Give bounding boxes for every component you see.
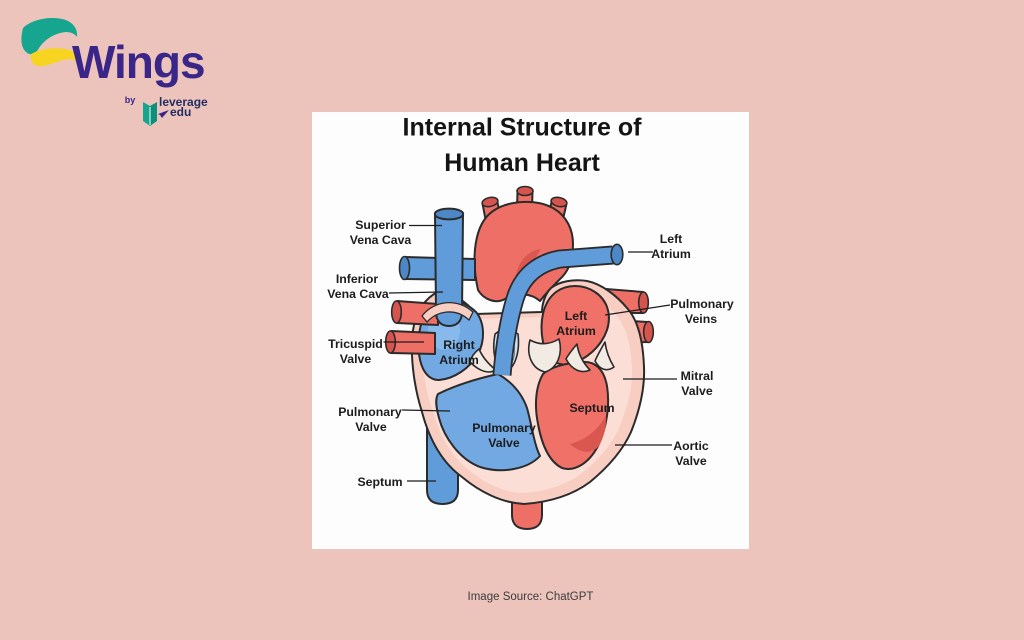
leader-pulmonary-veins: [604, 304, 671, 316]
pulmonary-artery-shape: [494, 247, 614, 376]
tricuspid-valve-leaflet: [469, 348, 497, 373]
leader-lines: [383, 224, 677, 482]
diagram-card: Internal Structure of Human Heart: [312, 112, 749, 549]
superior-vena-cava-opening: [433, 207, 465, 221]
leader-inferior-vena-cava: [388, 291, 444, 294]
aorta-branch-3-opening: [550, 196, 568, 208]
left-pulmonary-vein-upper-opening: [390, 300, 403, 324]
image-source-caption: Image Source: ChatGPT: [467, 591, 594, 603]
label-mitral-valve-line2: Valve: [681, 384, 713, 398]
label-inferior-vena-cava-line2: Vena Cava: [327, 287, 389, 301]
brand-wordmark: Wings: [72, 36, 205, 88]
inner-label-pulmonary-valve-line2: Valve: [488, 436, 520, 450]
aorta-branch-2-opening: [516, 185, 534, 197]
label-aortic-valve-line2: Valve: [675, 454, 707, 468]
wing-swoosh-icon: [21, 18, 78, 67]
mitral-valve-cusps: [528, 338, 562, 373]
inner-label-right-atrium-line1: Right: [443, 338, 474, 352]
heart-illustration: [384, 185, 655, 530]
diagram-title-line2: Human Heart: [444, 149, 600, 177]
inner-label-right-atrium-line2: Atrium: [439, 353, 479, 367]
label-tricuspid-valve-line1: Tricuspid: [328, 337, 383, 351]
wings-logo[interactable]: Wings by leverage edu: [18, 14, 228, 126]
label-tricuspid-valve-line2: Valve: [340, 352, 372, 366]
label-superior-vena-cava-line1: Superior: [355, 218, 406, 232]
diagram-title-line1: Internal Structure of: [403, 114, 643, 142]
label-left-atrium-line1: Left: [660, 232, 683, 246]
right-pulmonary-vein-lower-opening: [642, 320, 655, 344]
label-left-atrium-line2: Atrium: [651, 247, 691, 261]
rocket-icon: [158, 110, 169, 118]
heart-diagram: Internal Structure of Human Heart: [327, 114, 734, 530]
aorta-branch-1-opening: [481, 196, 499, 208]
upper-horizontal-vein-opening: [398, 255, 411, 281]
brand-by-text: by: [125, 95, 136, 105]
inner-label-pulmonary-valve-line1: Pulmonary: [472, 421, 536, 435]
leader-pulmonary-valve: [401, 409, 451, 412]
sub-brand-line1: leverage: [159, 95, 208, 109]
mitral-leaflet-left: [565, 343, 591, 373]
label-pulmonary-valve-line2: Valve: [355, 420, 387, 434]
inner-labels: Right Atrium Left Atrium Pulmonary Valve…: [439, 309, 614, 450]
mitral-leaflet-right: [594, 341, 615, 371]
outer-labels: Superior Vena Cava Inferior Vena Cava Tr…: [327, 218, 734, 489]
wings-logo-svg: Wings by leverage edu: [21, 18, 208, 126]
inner-label-left-atrium-line2: Atrium: [556, 324, 596, 338]
label-septum: Septum: [357, 475, 402, 489]
label-superior-vena-cava-line2: Vena Cava: [350, 233, 412, 247]
atrium-wall-band: [421, 301, 474, 323]
pulmonary-artery-opening: [610, 243, 624, 266]
open-book-icon: [143, 102, 157, 126]
label-pulmonary-veins-line2: Veins: [685, 312, 717, 326]
label-mitral-valve-line1: Mitral: [681, 369, 714, 383]
right-pulmonary-vein-upper-opening: [637, 291, 650, 314]
sub-brand-line2: edu: [170, 105, 191, 119]
label-inferior-vena-cava-line1: Inferior: [336, 272, 379, 286]
label-pulmonary-veins-line1: Pulmonary: [670, 297, 734, 311]
label-pulmonary-valve-line1: Pulmonary: [338, 405, 402, 419]
inner-label-septum: Septum: [569, 401, 614, 415]
label-aortic-valve-line1: Aortic: [673, 439, 709, 453]
inner-label-left-atrium-line1: Left: [565, 309, 588, 323]
left-ventricle-shade: [570, 415, 607, 452]
